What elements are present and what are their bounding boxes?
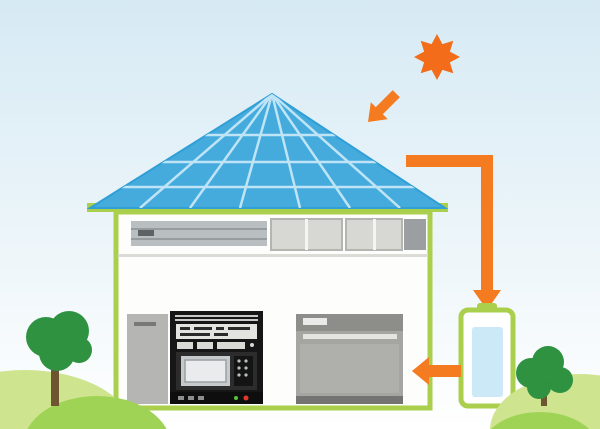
stack-display-segments (180, 327, 250, 336)
refrigerator-handle (134, 322, 156, 326)
tree-foliage (26, 311, 92, 371)
solar-panel-roof (86, 92, 449, 209)
window-dark-panel (404, 219, 426, 250)
sun-to-roof-arrow-shape (368, 90, 400, 122)
second-floor-window-1 (270, 218, 343, 251)
roof-shape (86, 92, 449, 209)
stack-base-buttons (178, 395, 249, 401)
window-divider (373, 219, 376, 250)
vent-hood-line-2 (131, 238, 267, 240)
microwave-window-inner (184, 359, 227, 383)
stack-base (170, 392, 263, 404)
vent-hood-vent (138, 230, 154, 236)
storage-battery (458, 303, 516, 409)
sun-icon (414, 34, 460, 80)
grass-mound-left-mid (27, 396, 167, 429)
stack-button-row (177, 342, 254, 349)
greenery (0, 311, 600, 429)
bush-trunk (541, 392, 547, 406)
window-divider (305, 219, 308, 250)
refrigerator-body (127, 314, 168, 404)
microwave-buttons (237, 359, 248, 377)
roof-to-battery-arrow-line (406, 155, 493, 292)
tree-trunk (51, 358, 59, 406)
sun-disc (424, 44, 450, 70)
dishwasher-control (303, 318, 327, 325)
dishwasher-door (300, 344, 399, 393)
dishwasher-kickplate (296, 396, 403, 404)
battery-cell (472, 327, 503, 397)
battery-to-appliance-arrow (412, 357, 461, 385)
av-appliance-stack (170, 311, 263, 404)
sun-to-roof-arrow (368, 90, 400, 122)
dishwasher-handle (303, 334, 397, 339)
roof-to-battery-arrow-head (473, 290, 501, 310)
bush (516, 346, 573, 406)
refrigerator (127, 314, 168, 404)
microwave-control-panel (234, 356, 253, 386)
bush-foliage (516, 346, 573, 399)
stack-grille-line-1 (175, 315, 258, 317)
grass-mound-right-mid (490, 412, 590, 429)
second-floor-window-2 (345, 218, 426, 251)
roof-to-battery-arrow (406, 155, 501, 310)
microwave (176, 352, 257, 390)
dishwasher (296, 314, 403, 404)
stack-grille-line-2 (175, 319, 258, 321)
tree (26, 311, 92, 406)
house (113, 209, 433, 411)
floor-divider (118, 254, 428, 257)
stack-display (176, 324, 257, 339)
vent-hood (131, 221, 267, 246)
vent-hood-line-1 (131, 228, 267, 230)
